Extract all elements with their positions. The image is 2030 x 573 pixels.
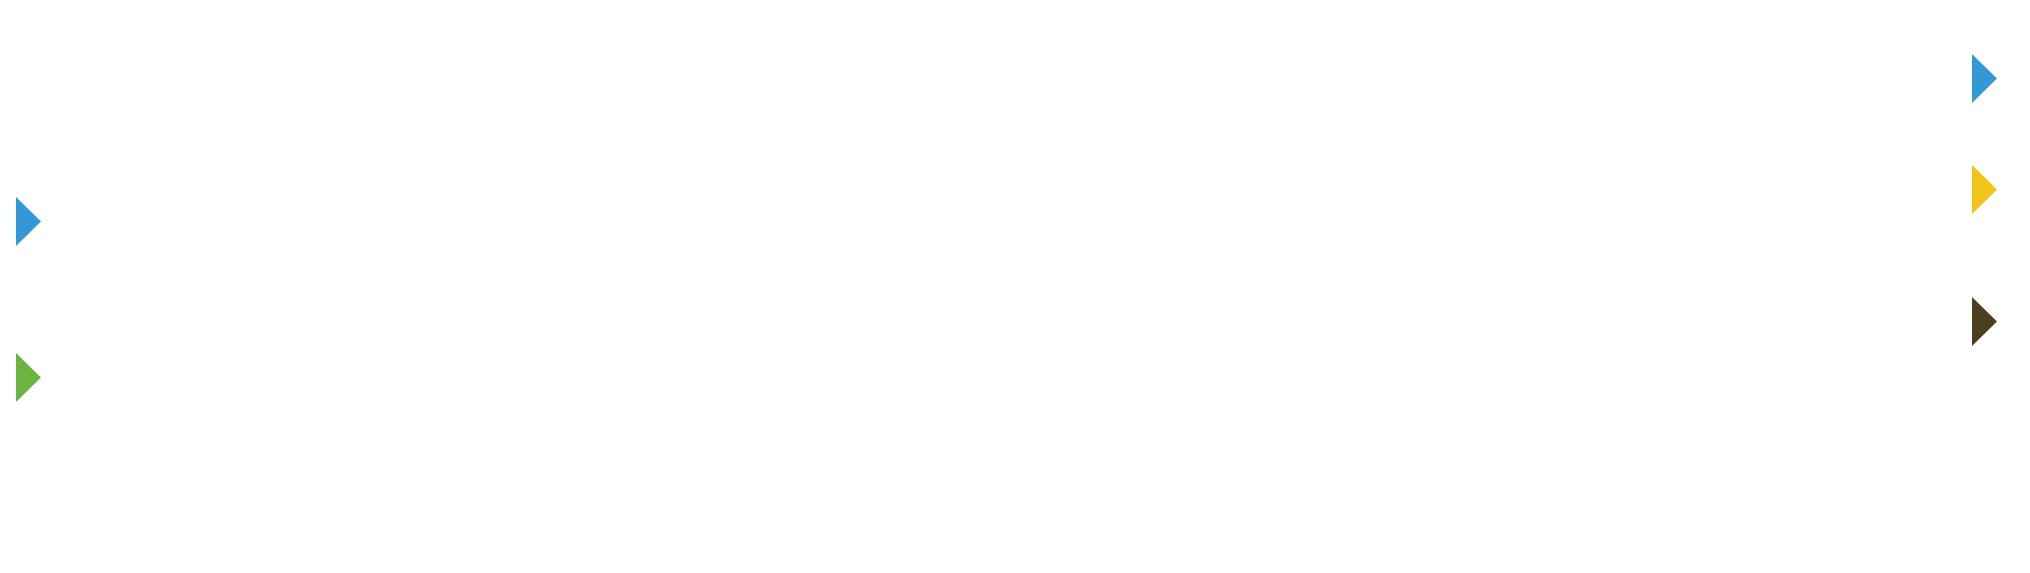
triangle-marker-icon [16, 353, 41, 402]
triangle-marker-icon [16, 197, 41, 246]
right-marker-2 [1972, 165, 1997, 214]
triangle-marker-icon [1972, 297, 1997, 346]
triangle-marker-icon [1972, 54, 1997, 103]
right-marker-1 [1972, 54, 1997, 103]
right-marker-3 [1972, 297, 1997, 346]
left-marker-1 [16, 197, 41, 246]
triangle-marker-icon [1972, 165, 1997, 214]
left-marker-2 [16, 353, 41, 402]
